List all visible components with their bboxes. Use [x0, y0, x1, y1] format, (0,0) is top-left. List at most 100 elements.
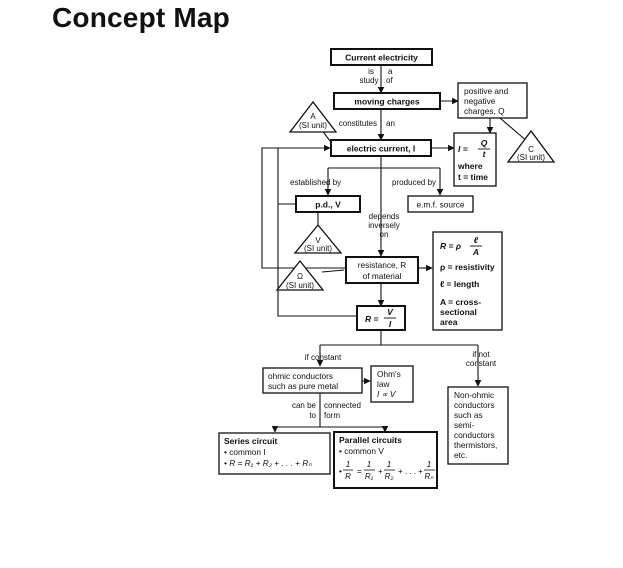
svg-text:of: of: [386, 76, 393, 85]
node-parallel-circuits: Parallel circuits • common V • 1 R = 1 R…: [333, 431, 438, 489]
svg-text:where: where: [457, 161, 483, 171]
svg-text:positive and: positive and: [464, 86, 509, 96]
svg-text:semi-: semi-: [454, 420, 475, 430]
svg-text:Parallel circuits: Parallel circuits: [339, 435, 402, 445]
svg-text:can be: can be: [292, 401, 317, 410]
node-moving-charges: moving charges: [333, 92, 441, 110]
svg-text:if not: if not: [472, 350, 490, 359]
svg-text:•: •: [339, 466, 342, 476]
svg-text:R₁: R₁: [365, 472, 374, 481]
svg-text:ρ = resistivity: ρ = resistivity: [440, 262, 495, 272]
si-unit-triangle-v: V (SI unit): [293, 223, 343, 254]
svg-text:sectional: sectional: [440, 307, 477, 317]
svg-text:form: form: [324, 411, 340, 420]
svg-text:such as pure metal: such as pure metal: [268, 381, 338, 391]
svg-text:R =: R =: [365, 314, 379, 324]
svg-text:C: C: [528, 145, 534, 154]
svg-text:ℓ = length: ℓ = length: [440, 279, 479, 289]
node-r-equals-v-over-i: R = V I: [356, 305, 406, 331]
svg-text:study: study: [359, 76, 378, 85]
svg-text:is: is: [368, 67, 374, 76]
node-emf-source: e.m.f. source: [407, 195, 474, 213]
link-if-constant: if constant: [305, 353, 342, 362]
link-established-by: established by: [290, 178, 341, 187]
svg-text:etc.: etc.: [454, 450, 467, 460]
node-non-ohmic: Non-ohmic conductors such as semi- condu…: [447, 386, 509, 465]
svg-text:R₂: R₂: [385, 472, 394, 481]
svg-text:an: an: [386, 119, 395, 128]
svg-text:depends: depends: [369, 212, 400, 221]
svg-text:V: V: [315, 236, 321, 245]
svg-text:• common V: • common V: [339, 446, 384, 456]
svg-text:=: =: [357, 467, 362, 476]
node-current-formula: I = Q t where t = time: [453, 132, 497, 187]
svg-text:(SI unit): (SI unit): [517, 153, 545, 162]
si-unit-triangle-a: A (SI unit): [288, 100, 338, 133]
svg-text:A = cross-: A = cross-: [440, 297, 481, 307]
svg-text:1: 1: [367, 460, 371, 469]
svg-text:electric current, I: electric current, I: [347, 144, 416, 154]
svg-text:p.d., V: p.d., V: [315, 200, 341, 210]
svg-text:I: I: [389, 319, 392, 329]
svg-text:R = ρ: R = ρ: [440, 241, 461, 251]
svg-text:1: 1: [427, 460, 431, 469]
node-positive-negative-charges: positive and negative charges, Q: [457, 82, 528, 119]
svg-text:V: V: [387, 307, 394, 317]
svg-text:thermistors,: thermistors,: [454, 440, 497, 450]
si-unit-triangle-ohm: Ω (SI unit): [275, 259, 325, 291]
svg-text:area: area: [440, 317, 458, 327]
svg-text:conductors: conductors: [454, 430, 495, 440]
svg-text:such as: such as: [454, 410, 483, 420]
svg-text:moving charges: moving charges: [354, 97, 419, 107]
node-electric-current: electric current, I: [330, 139, 432, 157]
svg-text:Current electricity: Current electricity: [345, 53, 418, 63]
svg-text:+: +: [378, 467, 383, 476]
node-resistance: resistance, R of material: [345, 256, 419, 284]
svg-text:(SI unit): (SI unit): [286, 281, 314, 290]
svg-text:conductors: conductors: [454, 400, 495, 410]
node-ohmic-conductors: ohmic conductors such as pure metal: [262, 367, 363, 394]
svg-text:A: A: [472, 247, 479, 257]
svg-text:constitutes: constitutes: [339, 119, 377, 128]
svg-text:I =: I =: [458, 144, 468, 154]
svg-text:ℓ: ℓ: [474, 235, 479, 245]
link-can-be-connected: can be connected to form: [292, 401, 361, 420]
svg-text:Series circuit: Series circuit: [224, 436, 278, 446]
si-unit-triangle-c: C (SI unit): [506, 129, 556, 163]
edges: [261, 64, 529, 433]
svg-text:1: 1: [387, 460, 391, 469]
svg-text:inversely: inversely: [368, 221, 400, 230]
svg-text:on: on: [380, 230, 389, 239]
svg-text:Q: Q: [481, 138, 488, 148]
node-series-circuit: Series circuit • common I • R = R₁ + R₂ …: [218, 432, 331, 475]
svg-text:negative: negative: [464, 96, 496, 106]
svg-text:1: 1: [346, 460, 350, 469]
node-pd: p.d., V: [295, 195, 361, 213]
svg-text:A: A: [310, 112, 316, 121]
svg-text:e.m.f. source: e.m.f. source: [417, 200, 465, 210]
svg-text:constant: constant: [466, 359, 497, 368]
link-if-not-constant: if not constant: [466, 350, 497, 368]
svg-text:to: to: [309, 411, 316, 420]
svg-text:of material: of material: [363, 271, 402, 281]
svg-text:charges, Q: charges, Q: [464, 106, 505, 116]
node-ohms-law: Ohm's law I ∝ V: [370, 365, 414, 403]
svg-text:Ω: Ω: [297, 272, 303, 281]
node-current-electricity: Current electricity: [330, 48, 433, 66]
svg-text:I ∝ V: I ∝ V: [377, 389, 397, 399]
link-produced-by: produced by: [392, 178, 436, 187]
svg-text:ohmic conductors: ohmic conductors: [268, 371, 333, 381]
svg-text:(SI unit): (SI unit): [304, 244, 332, 253]
svg-text:Ohm's: Ohm's: [377, 369, 401, 379]
link-depends-inversely-on: depends inversely on: [368, 212, 400, 239]
svg-text:a: a: [388, 67, 393, 76]
page-title: Concept Map: [52, 2, 230, 33]
svg-text:law: law: [377, 379, 390, 389]
svg-text:• R = R₁ + R₂ + . . . + Rₙ: • R = R₁ + R₂ + . . . + Rₙ: [224, 458, 312, 468]
svg-text:R: R: [345, 472, 351, 481]
link-constitutes-an: constitutes an: [339, 119, 395, 128]
svg-text:(SI unit): (SI unit): [299, 121, 327, 130]
svg-text:resistance, R: resistance, R: [358, 260, 406, 270]
svg-text:Non-ohmic: Non-ohmic: [454, 390, 494, 400]
